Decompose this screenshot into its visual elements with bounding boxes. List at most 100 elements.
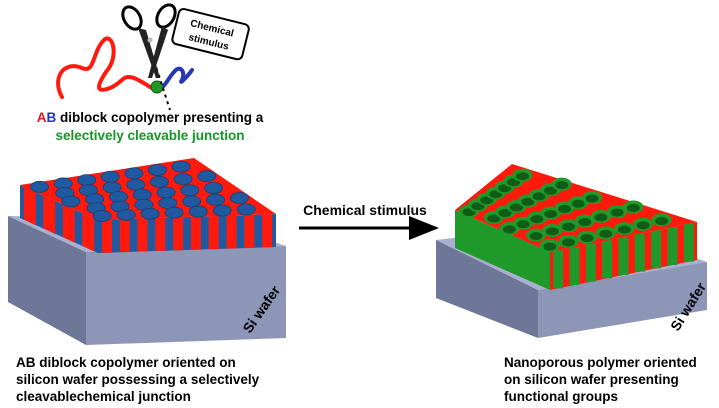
- pore-interior: [562, 222, 576, 231]
- pore-interior: [626, 203, 640, 212]
- pore-interior: [502, 225, 516, 234]
- pore-interior: [532, 192, 546, 201]
- pore-interior: [487, 214, 501, 223]
- cylinder-end-blue: [212, 204, 232, 217]
- left-caption-line-1: AB diblock copolymer oriented on: [16, 355, 236, 370]
- side-tube-green: [618, 237, 629, 275]
- cylinder-end-blue: [30, 180, 49, 193]
- cylinder-end-blue: [180, 184, 200, 197]
- chemical-stimulus-tag: Chemical stimulus: [171, 8, 250, 61]
- cylinder-end-blue: [156, 186, 176, 199]
- side-tube-green: [683, 223, 694, 262]
- pore-interior: [561, 238, 575, 247]
- left-film: Si wafer: [8, 158, 286, 345]
- cylinder-end-blue: [150, 175, 169, 188]
- pore-interior: [530, 215, 544, 224]
- cylinder-end-blue: [148, 164, 167, 176]
- pore-interior: [636, 221, 650, 230]
- pore-interior: [617, 225, 631, 234]
- diagram-title: AB diblock copolymer presenting a select…: [0, 109, 300, 145]
- cylinder-end-blue: [230, 192, 249, 204]
- pore-interior: [515, 172, 529, 181]
- cylinder-end-blue: [188, 205, 208, 218]
- right-caption-line-1: Nanoporous polymer oriented: [504, 355, 697, 370]
- side-stripe-red: [62, 203, 75, 243]
- cylinder-end-blue: [124, 167, 144, 180]
- pore-interior: [578, 218, 592, 227]
- side-stripe-red: [226, 215, 237, 249]
- side-tube-green: [602, 240, 613, 279]
- pore-interior: [558, 204, 572, 213]
- cylinder-end-blue: [126, 178, 146, 191]
- pore-interior: [594, 213, 608, 222]
- pore-interior: [544, 210, 558, 219]
- pore-interior: [543, 242, 557, 251]
- cylinder-end-blue: [236, 203, 256, 216]
- side-stripe-red: [190, 216, 201, 250]
- side-tube-green: [585, 243, 596, 282]
- right-caption-line-3: functional groups: [504, 389, 618, 404]
- diblock-copolymer-chain: [56, 16, 194, 111]
- pore-interior: [529, 232, 543, 241]
- title-line-2: selectively cleavable junction: [55, 128, 245, 143]
- side-tube-green: [569, 247, 580, 285]
- side-stripe-red: [101, 219, 112, 253]
- block-b-chain: [154, 66, 194, 92]
- cylinder-end-blue: [173, 173, 193, 185]
- side-stripe-red: [119, 219, 130, 253]
- side-stripe-red: [173, 217, 184, 251]
- side-stripe-red: [244, 214, 255, 248]
- side-stripe-red: [155, 217, 166, 251]
- cylinder-end-blue: [164, 206, 184, 219]
- cylinder-end-blue: [116, 208, 136, 221]
- pore-interior: [571, 199, 585, 208]
- cylinder-end-blue: [132, 188, 152, 201]
- side-stripe-red: [23, 186, 36, 226]
- cylinder-end-blue: [92, 210, 112, 222]
- left-caption: AB diblock copolymer oriented on silicon…: [16, 354, 259, 405]
- pore-interior: [610, 208, 624, 217]
- cylinder-end-blue: [100, 170, 120, 183]
- scissors-icon: [121, 3, 177, 78]
- left-caption-line-2: silicon wafer possessing a selectively: [16, 372, 260, 387]
- title-rest: diblock copolymer presenting a: [56, 110, 264, 125]
- side-stripe-red: [82, 212, 95, 252]
- side-tube-green: [553, 250, 564, 289]
- title-line-1: AB diblock copolymer presenting a: [0, 109, 300, 127]
- pore-interior: [543, 186, 557, 195]
- pore-interior: [498, 209, 512, 218]
- pore-interior: [516, 220, 530, 229]
- cylinder-end-blue: [140, 207, 160, 220]
- cylinder-end-blue: [61, 195, 81, 208]
- cylinder-end-blue: [77, 174, 97, 186]
- pore-interior: [545, 227, 559, 236]
- right-film: Si wafer: [436, 164, 709, 338]
- left-polymer-block: [20, 158, 276, 253]
- cylinder-end-blue: [197, 170, 217, 183]
- right-caption: Nanoporous polymer oriented on silicon w…: [504, 354, 697, 405]
- side-tube-green: [651, 230, 662, 269]
- right-caption-line-2: on silicon wafer presenting: [504, 372, 679, 387]
- cleavable-junction: [150, 80, 164, 94]
- side-tube-green: [634, 233, 645, 272]
- pore-interior: [580, 234, 594, 243]
- pore-interior: [655, 217, 669, 226]
- cylinder-end-blue: [182, 195, 202, 208]
- side-stripe-red: [137, 218, 148, 252]
- pore-interior: [555, 181, 569, 190]
- side-stripe-red: [43, 195, 56, 235]
- cylinder-end-blue: [204, 182, 223, 194]
- side-stripe-red: [262, 214, 273, 248]
- pore-interior: [599, 229, 613, 238]
- pore-interior: [509, 203, 523, 212]
- cylinder-end-blue: [171, 160, 191, 173]
- cylinder-end-blue: [206, 193, 225, 206]
- pore-interior: [585, 194, 599, 203]
- title-letter-a: A: [36, 110, 47, 125]
- right-polymer-block: [455, 164, 697, 290]
- title-letter-b: B: [46, 110, 57, 125]
- block-a-chain: [56, 36, 158, 99]
- reaction-arrow: Chemical stimulus: [299, 202, 439, 240]
- left-caption-line-3: cleavablechemical junction: [16, 389, 191, 404]
